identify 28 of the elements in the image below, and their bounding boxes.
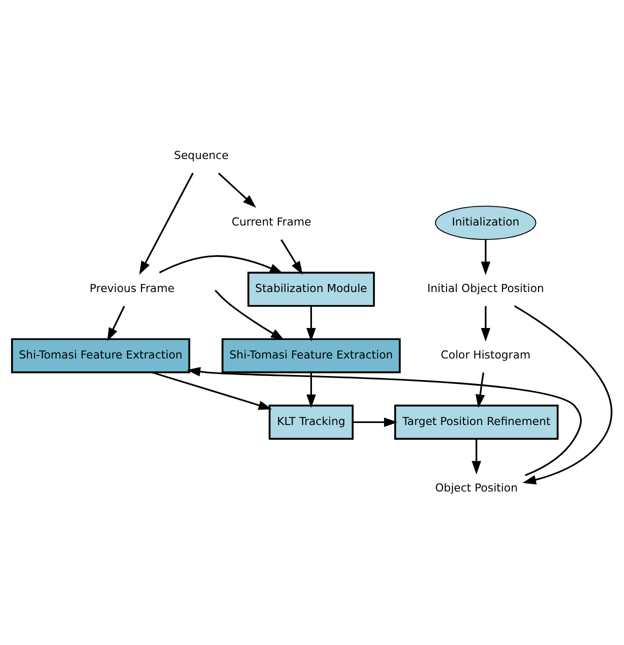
arrow xyxy=(280,239,303,275)
arrow xyxy=(107,306,126,342)
node-box: Target Position Refinement xyxy=(394,404,559,440)
arrow xyxy=(152,372,272,410)
node-ellipse: Initialization xyxy=(435,206,536,240)
node-box: Shi-Tomasi Feature Extraction xyxy=(222,338,401,374)
arrow xyxy=(214,290,284,340)
node-text: Color Histogram xyxy=(440,348,531,362)
arrow xyxy=(480,240,490,276)
arrow xyxy=(480,306,490,342)
arrow xyxy=(472,439,482,474)
node-text: Object Position xyxy=(435,482,518,495)
arrow xyxy=(352,418,398,427)
node-text: Sequence xyxy=(174,149,229,162)
arrow xyxy=(218,172,256,208)
arrow xyxy=(306,306,316,342)
arrow xyxy=(514,305,612,484)
arrow xyxy=(186,366,582,476)
node-box: KLT Tracking xyxy=(268,404,354,440)
arrow xyxy=(139,172,194,275)
node-box: Shi-Tomasi Feature Extraction xyxy=(11,338,190,374)
arrow xyxy=(159,255,284,274)
node-text: Previous Frame xyxy=(90,282,174,296)
node-text: Current Frame xyxy=(232,216,312,229)
node-text: Initial Object Position xyxy=(427,282,544,296)
arrow xyxy=(476,372,485,408)
arrow xyxy=(306,372,316,408)
node-box: Stabilization Module xyxy=(247,272,375,307)
